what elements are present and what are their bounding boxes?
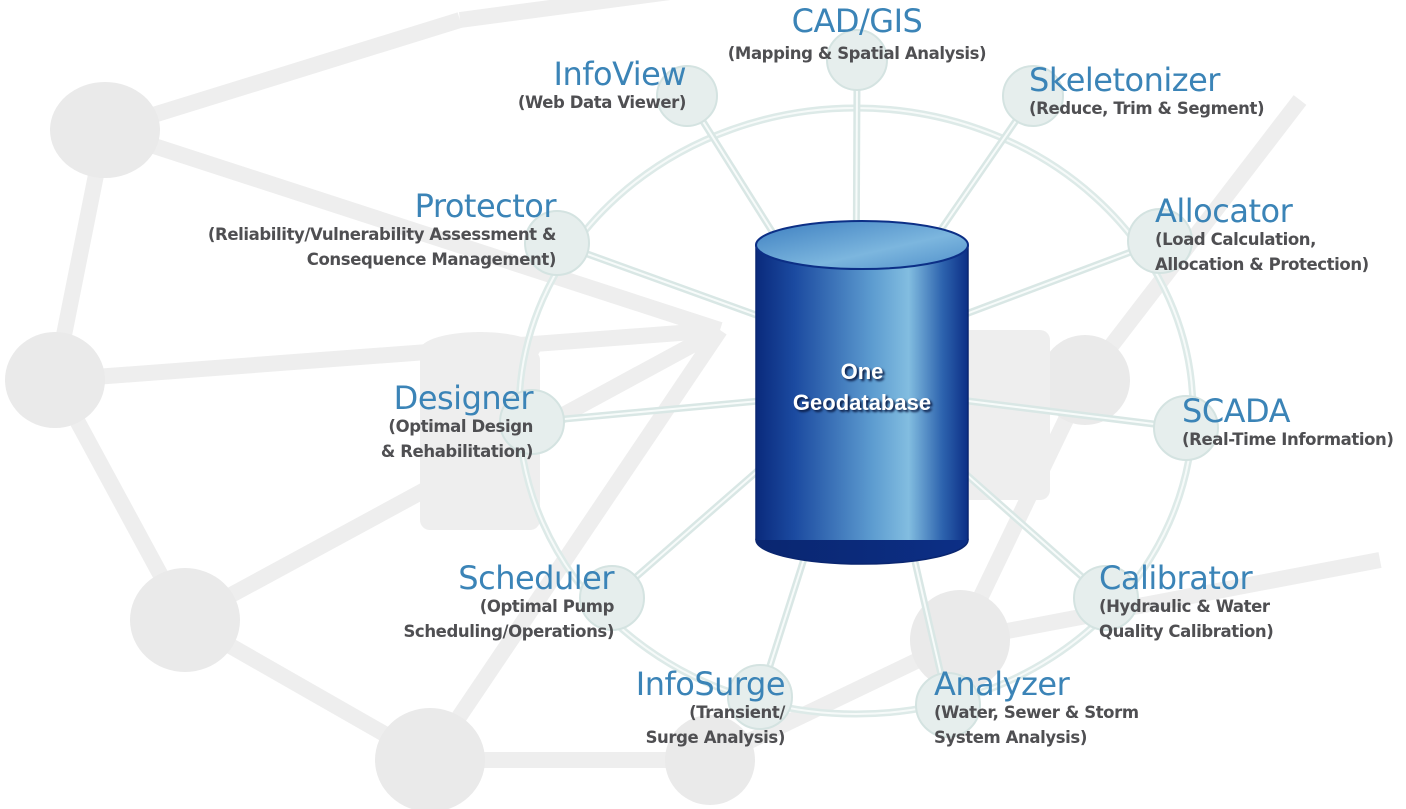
- module-subtitle: (Reduce, Trim & Segment): [1029, 99, 1265, 118]
- module-subtitle-line1: (Water, Sewer & Storm: [934, 703, 1139, 722]
- module-skeletonizer: Skeletonizer (Reduce, Trim & Segment): [1029, 61, 1265, 121]
- module-subtitle-line1: (Optimal Design: [388, 417, 533, 436]
- module-protector: Protector (Reliability/Vulnerability Ass…: [180, 187, 557, 272]
- module-subtitle: (Web Data Viewer): [517, 93, 687, 112]
- module-subtitle-line2: Allocation & Protection): [1155, 255, 1369, 274]
- module-infoview: InfoView (Web Data Viewer): [480, 55, 687, 115]
- node-cadgis: [826, 29, 888, 91]
- node-designer: [499, 389, 565, 455]
- hub-label-line1: One: [840, 359, 884, 384]
- module-title: Skeletonizer: [1029, 61, 1220, 99]
- module-allocator: Allocator (Load Calculation, Allocation …: [1155, 195, 1369, 277]
- module-title: Analyzer: [934, 665, 1070, 703]
- module-title: SCADA: [1182, 392, 1291, 430]
- node-infoview: [656, 65, 718, 127]
- module-infosurge: InfoSurge (Transient/ Surge Analysis): [600, 665, 786, 750]
- node-analyzer: [915, 672, 981, 738]
- module-calibrator: Calibrator (Hydraulic & Water Quality Ca…: [1099, 559, 1274, 644]
- module-title: InfoSurge: [635, 665, 786, 703]
- module-designer: Designer (Optimal Design & Rehabilitatio…: [340, 379, 534, 464]
- module-title: Designer: [393, 379, 534, 417]
- module-subtitle-line2: Consequence Management): [306, 250, 557, 269]
- module-subtitle-line2: Surge Analysis): [645, 728, 786, 747]
- hub-label: One Geodatabase: [757, 356, 967, 418]
- module-subtitle: (Mapping & Spatial Analysis): [727, 44, 987, 63]
- node-protector: [524, 210, 590, 276]
- module-subtitle-line1: (Hydraulic & Water: [1099, 597, 1270, 616]
- module-subtitle-line2: Scheduling/Operations): [403, 622, 614, 641]
- hub-label-line2: Geodatabase: [792, 390, 932, 415]
- module-cadgis: CAD/GIS (Mapping & Spatial Analysis): [718, 5, 996, 66]
- module-subtitle-line1: (Reliability/Vulnerability Assessment &: [207, 225, 556, 244]
- node-skeletonizer: [1002, 65, 1064, 127]
- module-title: Allocator: [1155, 192, 1293, 230]
- module-subtitle-line2: & Rehabilitation): [380, 442, 533, 461]
- node-scheduler: [579, 565, 645, 631]
- module-subtitle: (Real-Time Information): [1182, 430, 1394, 449]
- module-subtitle-line2: System Analysis): [934, 728, 1087, 747]
- node-scada: [1153, 395, 1219, 461]
- module-title: InfoView: [553, 55, 687, 93]
- module-scheduler: Scheduler (Optimal Pump Scheduling/Opera…: [370, 562, 614, 644]
- module-scada: SCADA (Real-Time Information): [1182, 395, 1394, 452]
- node-infosurge: [727, 664, 793, 730]
- module-title: Calibrator: [1099, 559, 1253, 597]
- node-allocator: [1127, 208, 1193, 274]
- module-subtitle-line1: (Transient/: [689, 703, 785, 722]
- module-title: Protector: [414, 187, 557, 225]
- node-calibrator: [1073, 565, 1139, 631]
- module-subtitle-line1: (Load Calculation,: [1155, 230, 1316, 249]
- module-title: CAD/GIS: [791, 2, 923, 40]
- module-subtitle-line2: Quality Calibration): [1099, 622, 1274, 641]
- module-nodes: [499, 29, 1219, 738]
- module-title: Scheduler: [458, 559, 614, 597]
- module-subtitle-line1: (Optimal Pump: [479, 597, 615, 616]
- module-analyzer: Analyzer (Water, Sewer & Storm System An…: [934, 668, 1139, 750]
